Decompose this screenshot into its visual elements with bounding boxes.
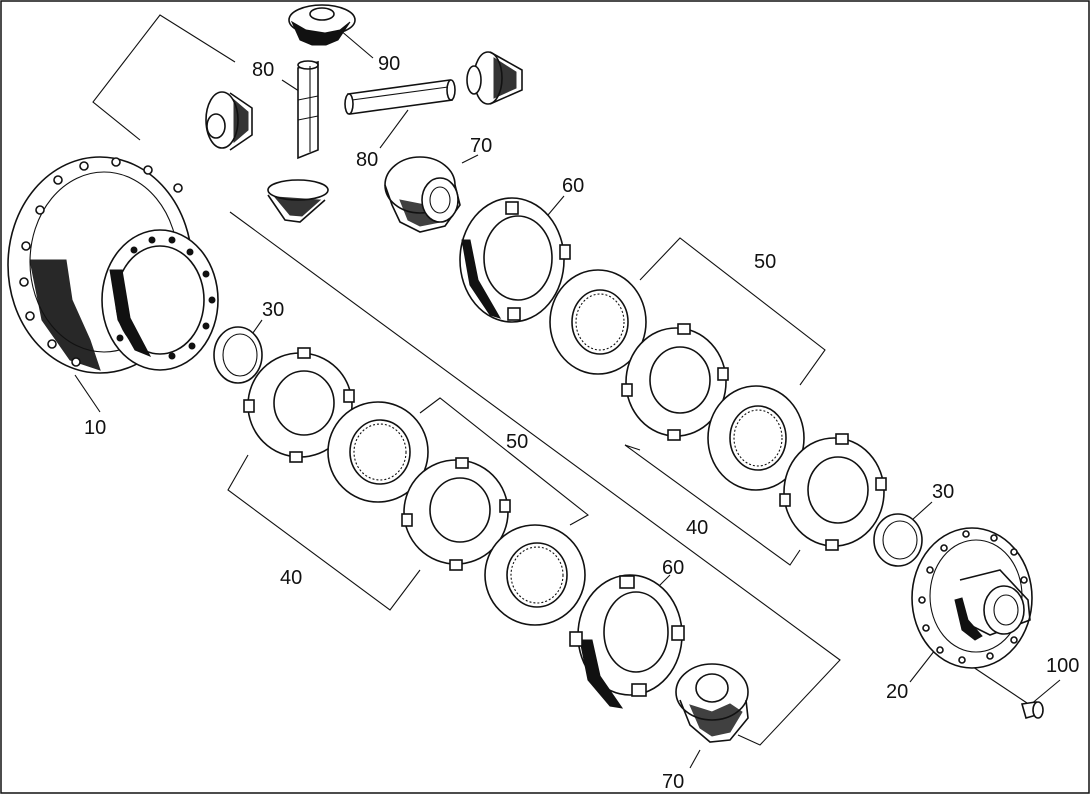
thrust-washer-30-left xyxy=(213,326,263,384)
pinion-gear-90 xyxy=(288,4,356,46)
pinion-gear-bottom xyxy=(267,179,329,223)
pin-shaft-80-horizontal xyxy=(344,79,456,115)
pin-shaft-80-vertical xyxy=(297,60,319,160)
thrust-washer-30-right xyxy=(873,513,923,567)
clutch-plate-right-1 xyxy=(621,323,729,441)
pinion-gear-left xyxy=(205,91,253,151)
part-label: 80 xyxy=(252,59,274,81)
side-gear-70-top xyxy=(384,156,461,233)
part-label: 50 xyxy=(506,431,528,453)
pinion-gear-right xyxy=(466,51,523,105)
part-label: 30 xyxy=(262,299,284,321)
differential-case-20 xyxy=(911,527,1033,669)
part-label: 100 xyxy=(1046,655,1079,677)
friction-disc-right-2 xyxy=(707,385,805,491)
pressure-ring-60-bottom xyxy=(569,574,685,709)
side-gear-70-bottom xyxy=(675,663,749,743)
clutch-plate-right-2 xyxy=(779,433,887,551)
part-label: 60 xyxy=(662,557,684,579)
bracket-lines xyxy=(92,14,841,746)
part-label: 50 xyxy=(754,251,776,273)
part-label: 40 xyxy=(280,567,302,589)
part-label: 80 xyxy=(356,149,378,171)
friction-disc-left-2 xyxy=(484,524,586,626)
part-label: 60 xyxy=(562,175,584,197)
part-label: 40 xyxy=(686,517,708,539)
part-label: 70 xyxy=(470,135,492,157)
part-label: 10 xyxy=(84,417,106,439)
part-label: 90 xyxy=(378,53,400,75)
friction-disc-right-1 xyxy=(549,269,647,375)
clutch-plate-left-1 xyxy=(243,347,355,463)
part-label: 70 xyxy=(662,771,684,793)
part-label: 30 xyxy=(932,481,954,503)
bolt-100 xyxy=(1020,701,1044,719)
clutch-plate-left-2 xyxy=(401,457,511,571)
part-labels: 10 20 30 30 40 40 50 50 60 60 70 70 80 8… xyxy=(84,53,1079,793)
part-label: 20 xyxy=(886,681,908,703)
differential-case-10 xyxy=(7,156,219,374)
friction-disc-left-1 xyxy=(327,401,429,503)
pressure-ring-60-top xyxy=(459,197,571,323)
